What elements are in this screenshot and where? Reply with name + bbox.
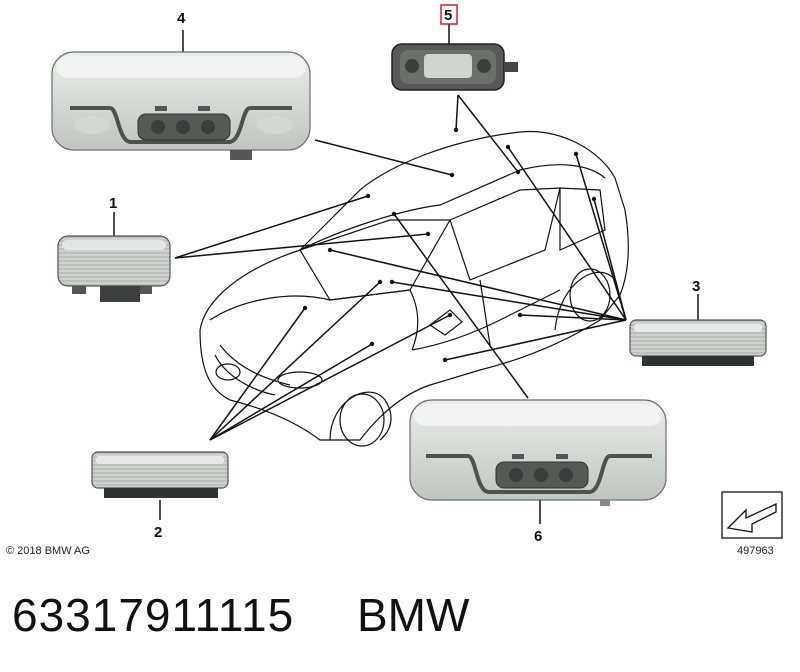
callout-5: 5 [444,7,452,24]
part-2-luggage-light [91,451,229,520]
leader-lines [174,94,627,441]
leader-dots [302,127,597,363]
callout-6: 6 [534,528,542,545]
orientation-arrow-icon [721,491,783,539]
callout-2: 2 [154,524,162,541]
part-number: 63317911115 [12,589,295,641]
callout-3: 3 [692,278,700,295]
brand-name: BMW [357,589,470,641]
callout-labels: 4 5 1 3 2 6 [109,4,700,545]
part-6-front-console [409,399,667,524]
diagram-number: 497963 [737,545,774,557]
part-5-rear-console [391,24,518,91]
vehicle-outline [199,130,629,447]
part-3-door-light [629,294,767,366]
copyright-text: © 2018 BMW AG [6,545,90,557]
part-1-interior-light [57,212,171,302]
callout-5-highlight [440,4,458,25]
callout-1: 1 [109,195,117,212]
callout-4: 4 [177,10,186,27]
part-4-front-console [51,30,311,160]
